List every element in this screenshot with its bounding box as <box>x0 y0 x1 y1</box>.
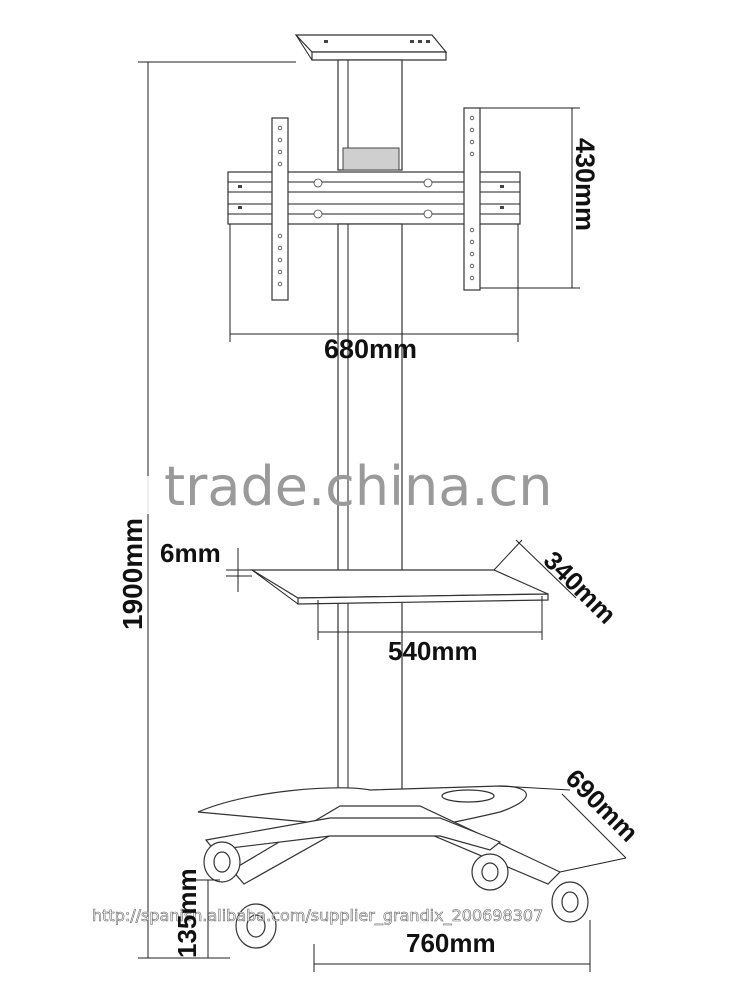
vesa-arm-left <box>271 117 289 301</box>
watermark-patch <box>108 476 152 514</box>
caster-wheel-front-right <box>551 881 589 923</box>
main-column <box>337 223 403 805</box>
label-bracket-height: 430mm <box>570 138 600 231</box>
label-base-depth: 690mm <box>560 763 645 848</box>
label-shelf-width: 540mm <box>388 636 478 666</box>
label-shelf-thickness: 6mm <box>160 538 221 568</box>
caster-wheel-back-right <box>471 853 509 891</box>
shelf <box>249 569 549 605</box>
label-base-height: 135mm <box>172 868 202 958</box>
top-tray <box>294 34 448 61</box>
watermark-brand: trade.china.cn <box>164 455 552 518</box>
watermark-url: http://spanish.alibaba.com/supplier_gran… <box>92 906 543 926</box>
vesa-arm-right <box>463 107 481 291</box>
upper-column <box>337 59 403 171</box>
base <box>197 785 562 885</box>
label-shelf-depth: 340mm <box>538 545 623 630</box>
label-bracket-width: 680mm <box>324 334 417 364</box>
label-base-width: 760mm <box>406 928 496 958</box>
caster-wheel-front-left <box>235 903 277 949</box>
caster-wheel-back-left <box>203 841 241 883</box>
label-height-total: 1900mm <box>117 518 148 630</box>
